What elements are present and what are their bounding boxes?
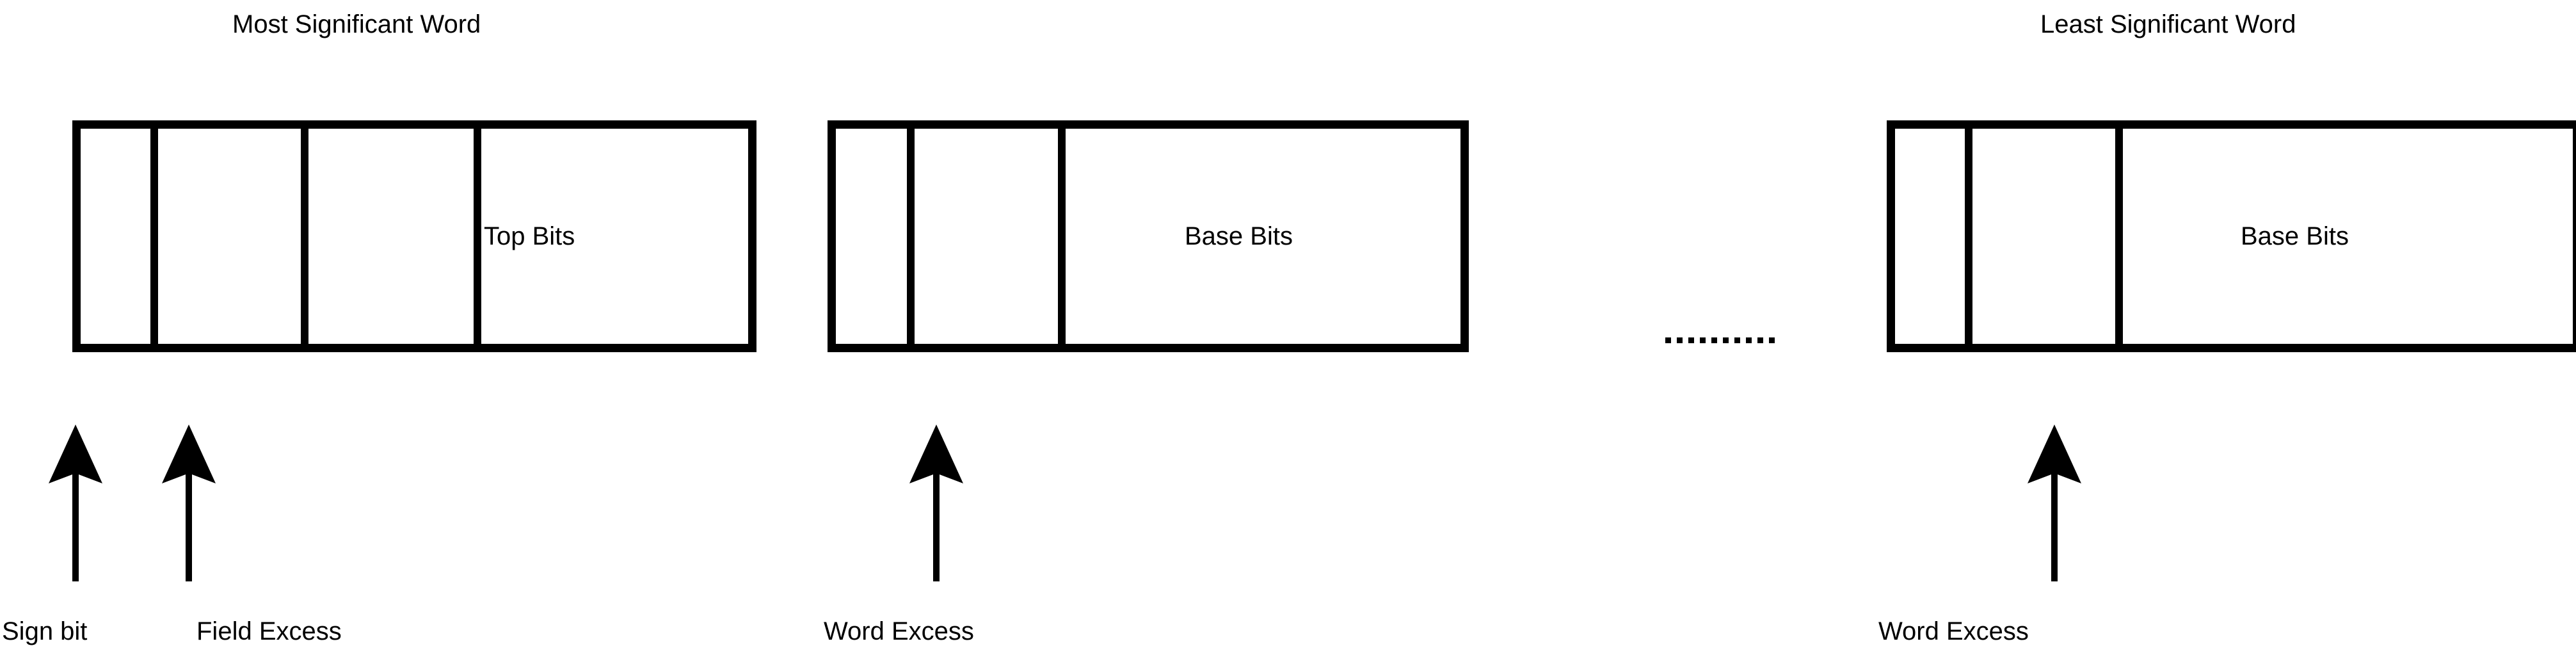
top-bits-label: Top Bits — [484, 222, 575, 250]
middle-word-box: Base Bits — [828, 120, 1469, 352]
divider-word-excess — [2115, 129, 2123, 344]
divider-sign-bit — [150, 129, 158, 344]
sign-bit-arrow-icon — [47, 425, 104, 581]
divider-word-excess-bit — [1965, 129, 1972, 344]
most-significant-word-box: Top Bits — [72, 120, 756, 352]
divider-word-excess — [1058, 129, 1066, 344]
continuation-dots-icon — [1665, 337, 1775, 343]
word-excess-annotation-label-2: Word Excess — [1878, 617, 2029, 645]
field-excess-arrow-icon — [160, 425, 218, 581]
base-bits-label: Base Bits — [2241, 222, 2349, 250]
least-significant-word-title: Least Significant Word — [2040, 10, 2296, 38]
field-excess-annotation-label: Field Excess — [196, 617, 342, 645]
divider-field-excess — [301, 129, 308, 344]
divider-word-excess-bit — [907, 129, 915, 344]
most-significant-word-title: Most Significant Word — [232, 10, 481, 38]
sign-bit-annotation-label: Sign bit — [2, 617, 88, 645]
least-significant-word-box: Base Bits — [1887, 120, 2576, 352]
base-bits-label: Base Bits — [1185, 222, 1293, 250]
divider-top-bits — [474, 129, 481, 344]
word-excess-annotation-label-1: Word Excess — [824, 617, 974, 645]
word-excess-arrow-icon-1 — [908, 425, 965, 581]
word-excess-arrow-icon-2 — [2026, 425, 2083, 581]
